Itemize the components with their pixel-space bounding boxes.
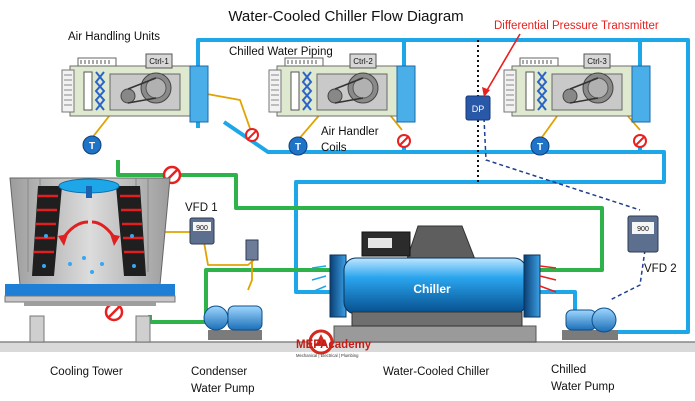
label-condenser-water-pump: Water Pump [191,383,254,395]
logo-tagline: Mechanical | Electrical | Plumbing [296,353,359,358]
ahu-3 [503,57,639,117]
thermostat-3: T [530,136,550,156]
coil-3 [631,65,651,123]
label-vfd2: VFD 2 [644,263,677,275]
valve-ahu-3 [633,134,647,148]
cooling-tower [4,177,176,343]
dp-label: DP [472,104,485,114]
dp-transmitter: DP [465,95,491,121]
controller-2: Ctrl-2 [349,53,377,69]
label-chilled-water-piping: Chilled Water Piping [229,46,333,58]
valve-ahu-1 [245,128,259,142]
ahu-1 [61,57,197,117]
controller-3: Ctrl-3 [583,53,611,69]
label-chilled: Chilled [551,364,586,376]
vfd2-display: 900 [637,226,649,233]
thermostat-3-label: T [537,142,543,153]
vfd1-display: 900 [196,225,208,232]
coil-1 [189,65,209,123]
vfd-2: 900 [627,215,659,253]
label-air-handling-units: Air Handling Units [68,31,160,43]
label-air-handler: Air Handler [321,126,379,138]
ctrl1-label: Ctrl-1 [149,57,169,66]
thermostat-2-label: T [295,142,301,153]
label-vfd1: VFD 1 [185,202,218,214]
ctrl2-label: Ctrl-2 [353,57,373,66]
condenser-control-box [245,239,259,261]
logo-name: MEPAcademy [296,339,372,351]
label-coils: Coils [321,142,347,154]
condenser-pump [203,305,263,340]
thermostat-1-label: T [89,141,95,152]
ground [0,342,695,352]
label-dp-transmitter: Differential Pressure Transmitter [494,20,659,32]
controller-1: Ctrl-1 [145,53,173,69]
valve-ahu-2 [397,134,411,148]
label-chiller: Chiller [413,282,451,296]
chiller [311,225,557,343]
thermostat-2: T [288,136,308,156]
valve-tower-outlet [104,302,124,322]
signal-lines [483,117,646,301]
chilled-pump [562,307,618,340]
vfd-1: 900 [189,217,215,245]
dp-callout-arrow [485,33,521,93]
label-water-cooled-chiller: Water-Cooled Chiller [383,366,489,378]
ahu-2 [268,57,404,117]
coil-2 [396,65,416,123]
mep-academy-logo: MEPAcademy Mechanical | Electrical | Plu… [296,329,372,358]
diagram-title: Water-Cooled Chiller Flow Diagram [228,8,463,25]
label-condenser: Condenser [191,366,247,378]
ctrl3-label: Ctrl-3 [587,57,607,66]
label-chilled-water-pump: Water Pump [551,381,614,393]
label-cooling-tower: Cooling Tower [50,366,123,378]
thermostat-1: T [82,135,102,155]
